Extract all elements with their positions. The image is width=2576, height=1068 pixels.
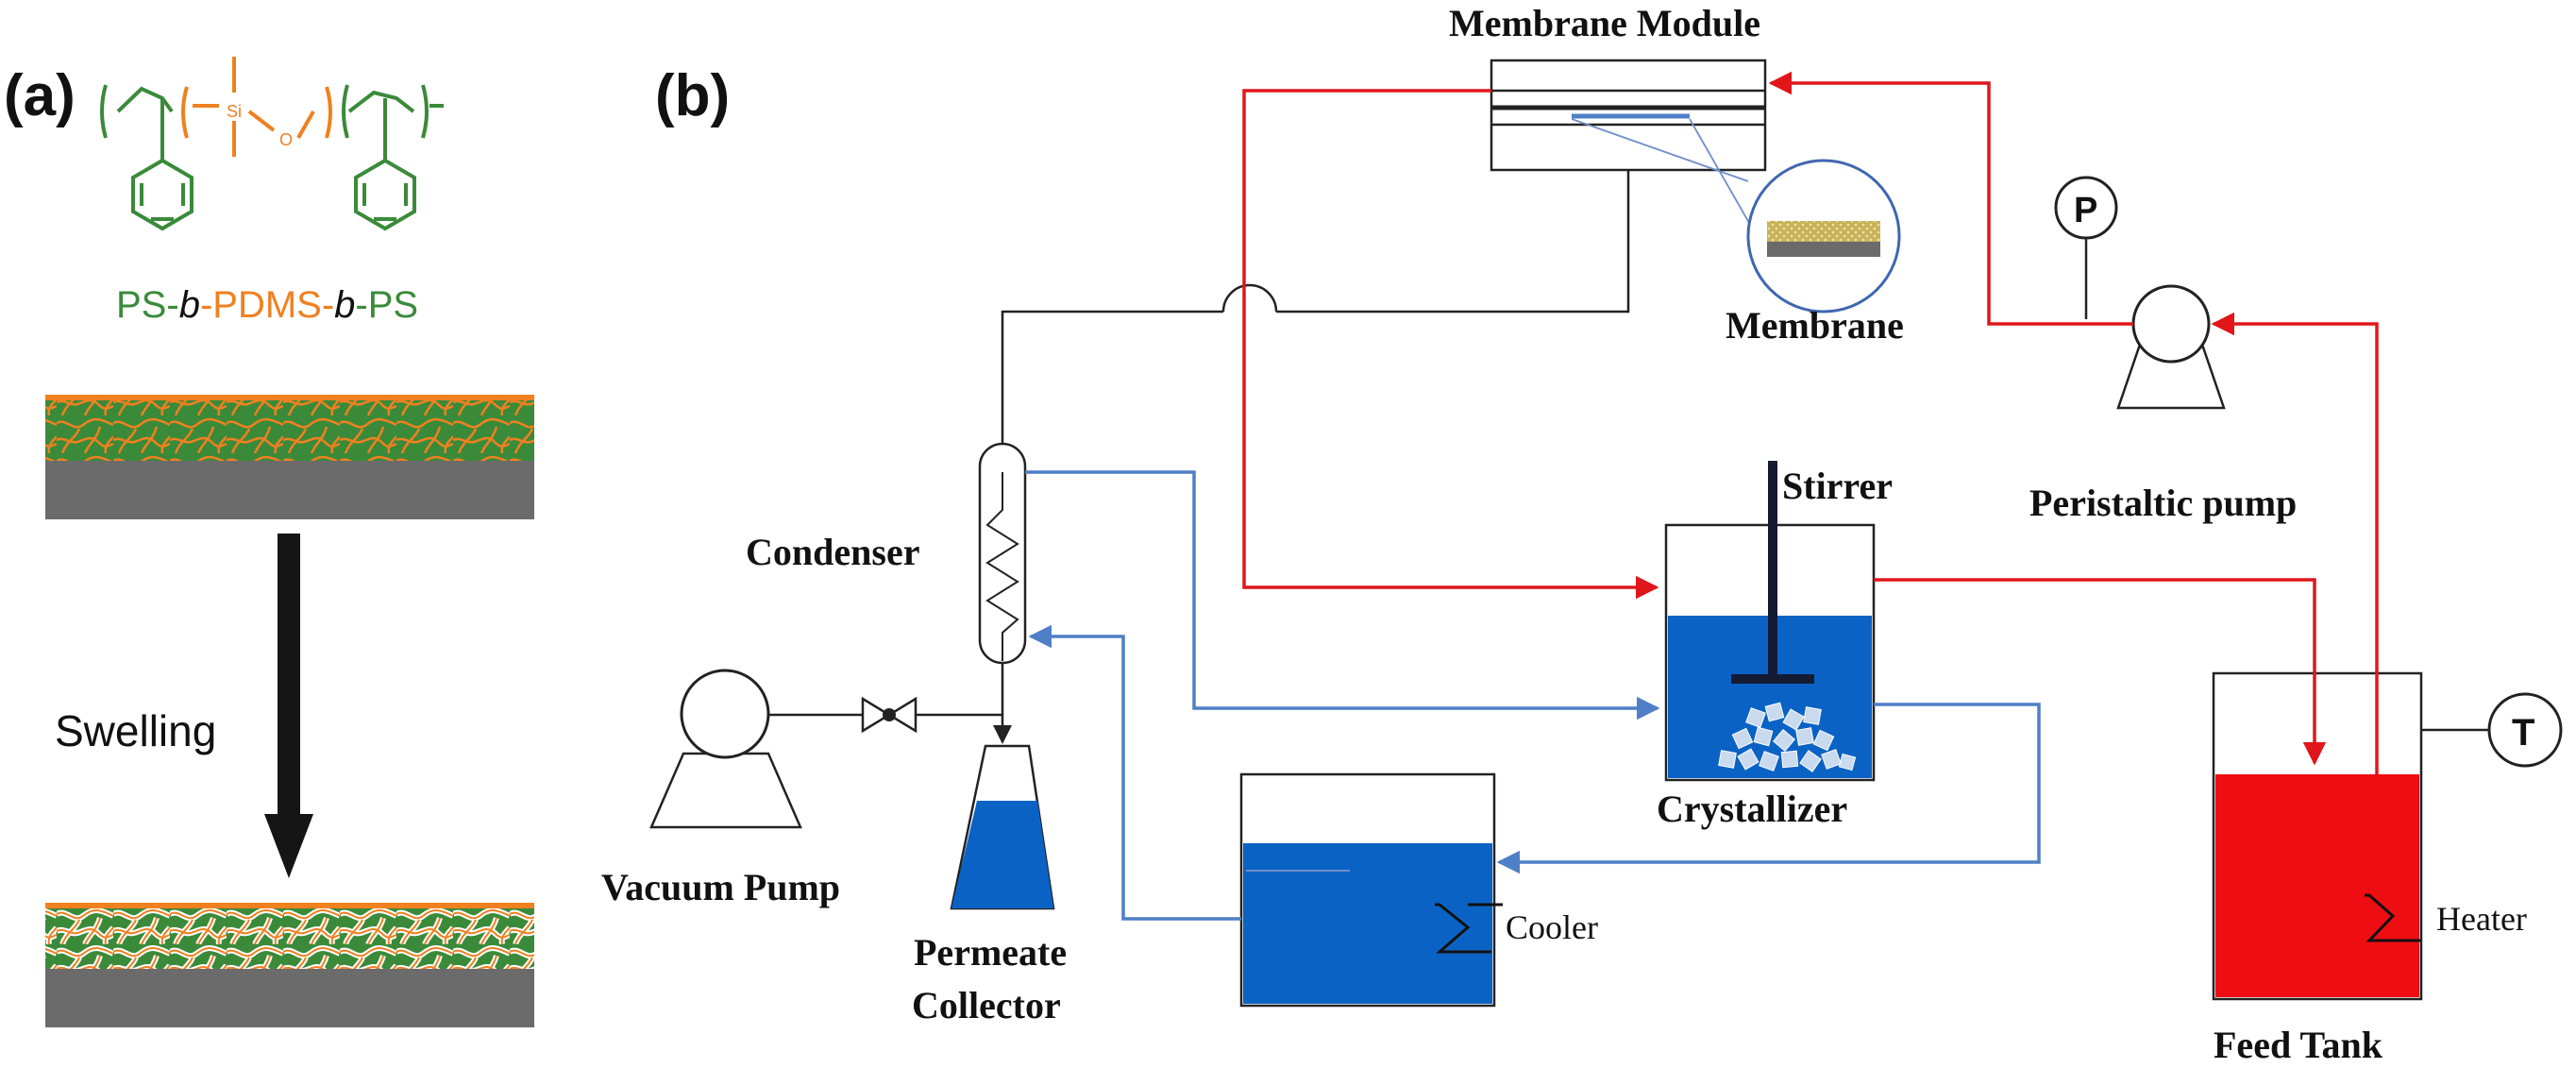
stirrer-label: Stirrer <box>1782 465 1893 507</box>
swelling-label: Swelling <box>55 706 216 755</box>
crystals <box>1718 702 1857 772</box>
temperature-gauge-label: T <box>2512 712 2534 754</box>
polymer-structure: Si O PS-b-PDMS-b-PS <box>100 57 444 326</box>
permeate-collector-label-line1: Permeate <box>914 931 1067 974</box>
peristaltic-pump-label: Peristaltic pump <box>2029 482 2297 524</box>
cooler-label: Cooler <box>1506 908 1598 946</box>
pdms-unit <box>181 57 332 157</box>
polymer-name-pdms: PDMS <box>212 284 322 326</box>
ps-unit-left <box>100 84 194 231</box>
condenser-label: Condenser <box>746 531 919 573</box>
membrane-zoom <box>1571 118 1901 314</box>
pressure-gauge-label: P <box>2074 191 2097 230</box>
permeate-collector <box>950 744 1055 910</box>
membrane-after-swelling <box>45 903 534 1027</box>
membrane-label: Membrane <box>1726 304 1904 347</box>
feed-tank <box>2212 671 2423 1001</box>
polymer-name-dash1: - <box>166 284 178 326</box>
o-atom-label: O <box>279 130 293 149</box>
cooler-tank <box>1239 772 1503 1008</box>
feed-tank-label: Feed Tank <box>2214 1024 2383 1066</box>
crystallizer-label: Crystallizer <box>1657 788 1847 830</box>
stirrer <box>1731 461 1814 684</box>
polymer-name-b1: b <box>179 284 200 326</box>
membrane-module <box>1490 59 1767 172</box>
polymer-name-dash3: - <box>322 284 334 326</box>
vacuum-pump <box>649 669 802 829</box>
cooling-lines <box>1025 470 2041 921</box>
permeate-collector-label-line2: Collector <box>912 984 1061 1026</box>
polymer-name-b2: b <box>334 284 355 326</box>
swelling-arrow <box>264 534 313 878</box>
ps-unit-right <box>342 84 444 231</box>
pressure-gauge <box>2054 176 2118 319</box>
panel-label-b: (b) <box>655 63 730 128</box>
polymer-name-dash2: - <box>200 284 212 326</box>
membrane-module-label: Membrane Module <box>1449 2 1760 44</box>
polymer-name-ps2: PS <box>368 284 418 326</box>
condenser <box>978 442 1027 665</box>
panel-label-a: (a) <box>4 63 76 128</box>
temperature-gauge <box>2421 692 2563 768</box>
vacuum-pump-label: Vacuum Pump <box>601 866 840 908</box>
polymer-name-ps1: PS <box>116 284 166 326</box>
vacuum-lines <box>768 170 1630 744</box>
polymer-name-dash4: - <box>355 284 367 326</box>
feed-lines <box>1242 71 2379 774</box>
valve <box>861 696 918 734</box>
peristaltic-pump <box>2116 284 2226 410</box>
polymer-name: PS-b-PDMS-b-PS <box>116 284 418 326</box>
heater-label: Heater <box>2436 900 2527 938</box>
membrane-before-swelling <box>45 395 534 519</box>
si-atom-label: Si <box>227 102 242 121</box>
